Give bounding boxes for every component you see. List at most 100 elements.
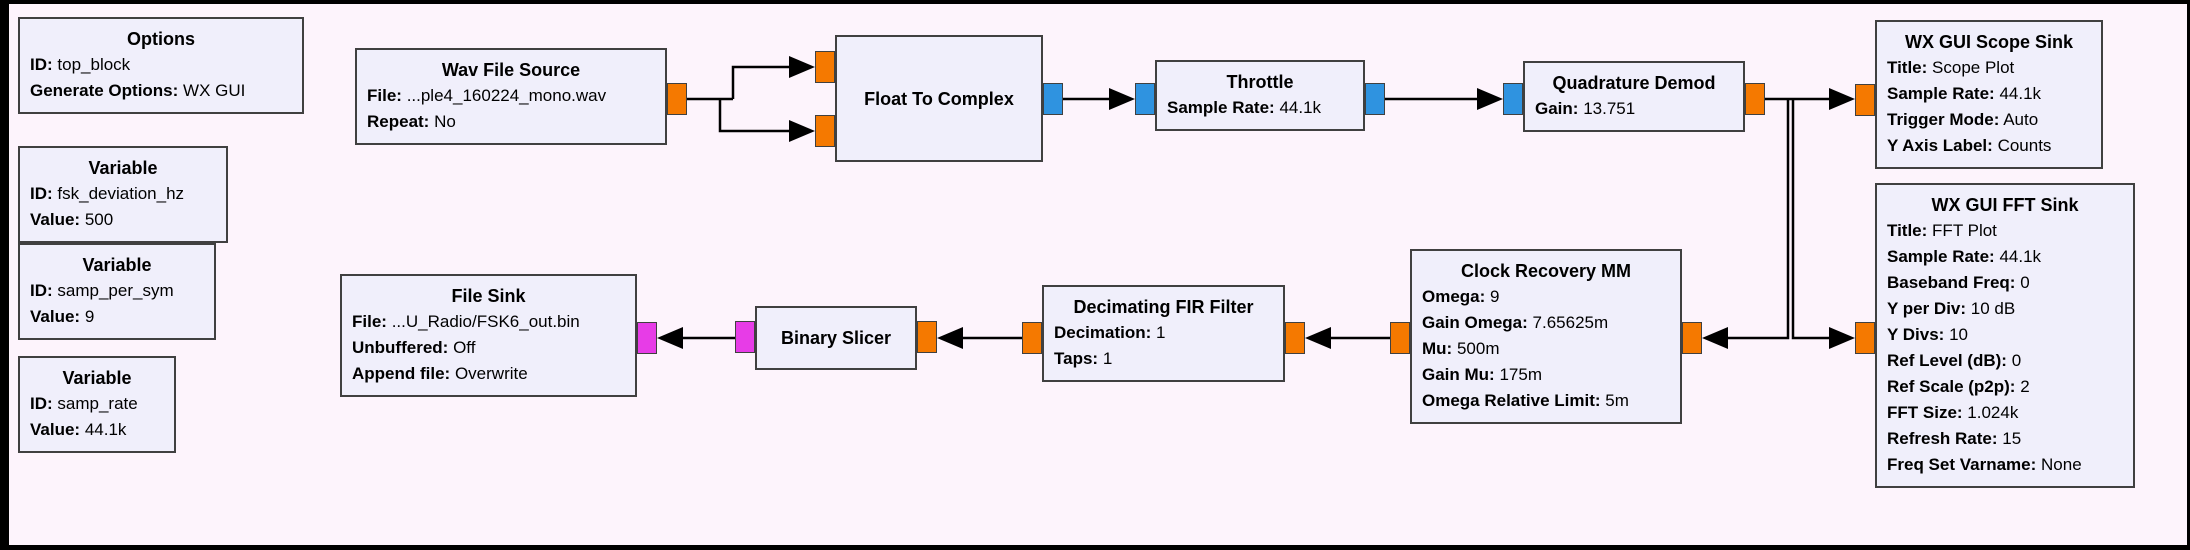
param-label: File: — [352, 312, 387, 331]
block-title: Decimating FIR Filter — [1073, 297, 1254, 317]
param-label: Gain Omega: — [1422, 313, 1528, 332]
block-param: Y Divs: 10 — [1887, 322, 2123, 348]
param-value: ...ple4_160224_mono.wav — [406, 86, 607, 105]
throttle-in-port[interactable] — [1135, 83, 1155, 115]
binary-slicer-out-port[interactable] — [735, 321, 755, 353]
block-param: Generate Options: WX GUI — [30, 78, 292, 104]
file-sink-in-port[interactable] — [637, 322, 657, 354]
wire-demod-to-clockrec[interactable] — [1726, 99, 1790, 340]
param-label: Sample Rate: — [1167, 98, 1275, 117]
block-param: Sample Rate: 44.1k — [1887, 244, 2123, 270]
float-to-complex-in1-port[interactable] — [815, 115, 835, 147]
block-title: WX GUI FFT Sink — [1931, 195, 2079, 215]
decimating-fir-filter-in-port[interactable] — [1285, 322, 1305, 354]
param-label: Value: — [30, 210, 81, 229]
param-label: Generate Options: — [30, 81, 179, 100]
param-value: Scope Plot — [1932, 58, 2015, 77]
param-label: Baseband Freq: — [1887, 273, 2016, 292]
wire-wav-to-f2c-lower[interactable] — [718, 99, 791, 133]
block-param: Gain Mu: 175m — [1422, 362, 1670, 388]
block-param: File: ...U_Radio/FSK6_out.bin — [352, 309, 625, 335]
param-value: None — [2041, 455, 2082, 474]
decimating-fir-filter-out-port[interactable] — [1022, 322, 1042, 354]
param-value: 1 — [1102, 349, 1113, 368]
param-value: samp_rate — [57, 394, 138, 413]
param-label: Decimation: — [1054, 323, 1152, 342]
wire-demod-to-fft[interactable] — [1791, 99, 1831, 340]
param-label: Value: — [30, 420, 81, 439]
param-value: 0 — [2020, 273, 2030, 292]
param-label: Y per Div: — [1887, 299, 1967, 318]
wx-gui-scope-sink-in-port[interactable] — [1855, 84, 1875, 116]
param-label: Title: — [1887, 58, 1928, 77]
param-value: FFT Plot — [1932, 221, 1997, 240]
block-param: Mu: 500m — [1422, 336, 1670, 362]
clock-recovery-mm-out-port[interactable] — [1390, 322, 1410, 354]
wire-wav-to-f2c-upper[interactable] — [731, 65, 791, 99]
block-param: FFT Size: 1.024k — [1887, 400, 2123, 426]
param-value: 10 dB — [1970, 299, 2016, 318]
float-to-complex-in0-port[interactable] — [815, 51, 835, 83]
block-param: Trigger Mode: Auto — [1887, 107, 2091, 133]
param-value: samp_per_sym — [57, 281, 174, 300]
param-value: 0 — [2011, 351, 2022, 370]
block-param: File: ...ple4_160224_mono.wav — [367, 83, 655, 109]
arrowhead-into-filesink — [657, 327, 683, 349]
param-label: Omega Relative Limit: — [1422, 391, 1601, 410]
throttle-out-port[interactable] — [1365, 83, 1385, 115]
block-title: WX GUI Scope Sink — [1904, 32, 2074, 52]
param-value: 500m — [1456, 339, 1500, 358]
block-param: Omega: 9 — [1422, 284, 1670, 310]
param-value: 5m — [1605, 391, 1629, 410]
block-param: Ref Scale (p2p): 2 — [1887, 374, 2123, 400]
param-label: Unbuffered: — [352, 338, 449, 357]
clock-recovery-mm-in-port[interactable] — [1682, 322, 1702, 354]
block-binary-slicer[interactable]: Binary Slicer — [755, 306, 917, 370]
param-value: 44.1k — [84, 420, 127, 439]
arrowhead-into-fir — [1305, 327, 1331, 349]
quadrature-demod-out-port[interactable] — [1745, 83, 1765, 115]
param-value: 9 — [1490, 287, 1500, 306]
wav-file-source-out-port[interactable] — [667, 83, 687, 115]
param-label: Y Divs: — [1887, 325, 1945, 344]
param-value: 10 — [1949, 325, 1968, 344]
block-float-to-complex[interactable]: Float To Complex — [835, 35, 1043, 162]
binary-slicer-in-port[interactable] — [917, 321, 937, 353]
wx-gui-fft-sink-in-port[interactable] — [1855, 322, 1875, 354]
block-param: Refresh Rate: 15 — [1887, 426, 2123, 452]
param-value: 175m — [1499, 365, 1542, 384]
param-label: Refresh Rate: — [1887, 429, 1998, 448]
param-label: ID: — [30, 281, 53, 300]
float-to-complex-out-port[interactable] — [1043, 83, 1063, 115]
arrowhead-into-scope — [1829, 88, 1855, 110]
param-value: No — [434, 112, 456, 131]
param-label: Sample Rate: — [1887, 247, 1995, 266]
block-param: Freq Set Varname: None — [1887, 452, 2123, 478]
arrowhead-into-demod — [1477, 88, 1503, 110]
param-value: 13.751 — [1583, 99, 1636, 118]
block-param: ID: samp_per_sym — [30, 278, 204, 304]
quadrature-demod-in-port[interactable] — [1503, 83, 1523, 115]
block-title: Variable — [88, 158, 158, 178]
arrowhead-into-slicer — [937, 327, 963, 349]
block-param: ID: fsk_deviation_hz — [30, 181, 216, 207]
block-title: Variable — [82, 255, 152, 275]
param-label: Sample Rate: — [1887, 84, 1995, 103]
param-label: Title: — [1887, 221, 1928, 240]
arrowhead-into-f2c-in0 — [789, 56, 815, 78]
